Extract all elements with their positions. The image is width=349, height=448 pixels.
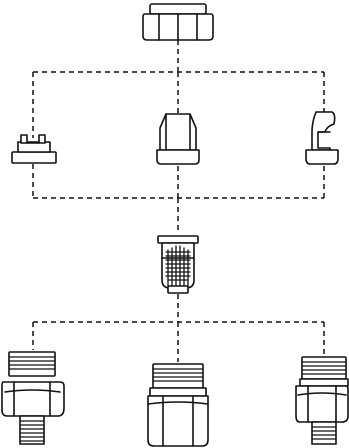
threaded-nozzle-body-left-icon — [1, 351, 65, 445]
deflector-spray-tip-icon — [305, 111, 339, 165]
threaded-nozzle-body-right-icon — [295, 356, 349, 445]
cone-spray-tip-icon — [156, 113, 200, 165]
connector-lines — [32, 40, 325, 362]
threaded-nozzle-body-center-icon — [147, 363, 209, 447]
mesh-strainer-icon — [157, 235, 199, 294]
hex-cap-nut-icon — [142, 3, 214, 41]
flat-spray-tip-icon — [11, 134, 57, 164]
